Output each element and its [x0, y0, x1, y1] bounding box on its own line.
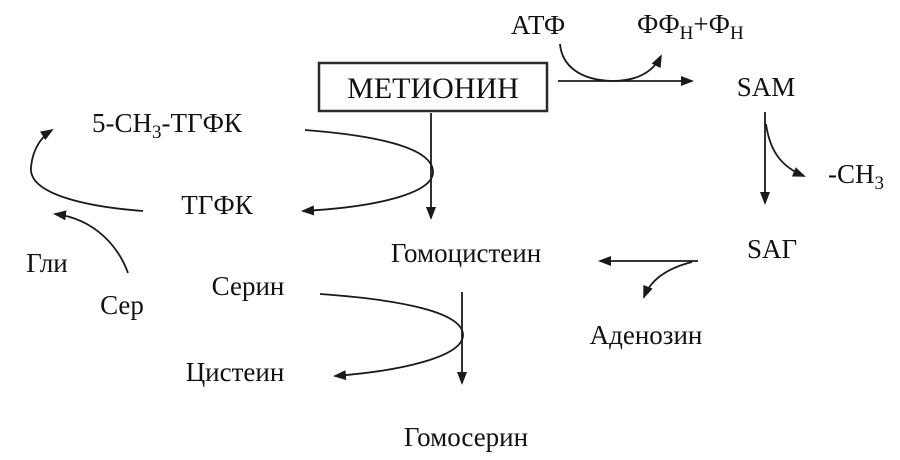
node-sam: SAM [737, 72, 796, 102]
arrow-sam-methyl-branch [765, 123, 806, 177]
node-adenosine: Аденозин [590, 320, 703, 350]
node-methyl-thf: 5-CH3-ТГФК [92, 108, 243, 143]
node-atp: АТФ [511, 10, 565, 40]
node-homoserine: Гомосерин [404, 422, 528, 452]
arrow-serine-to-cysteine [319, 293, 464, 381]
arrow-thf-to-methylthf [30, 128, 144, 212]
node-thf: ТГФК [181, 190, 253, 220]
methionine-box [317, 61, 549, 113]
node-homocysteine: Гомоцистеин [391, 238, 541, 268]
node-glycine: Гли [26, 248, 68, 278]
node-sag: SAГ [747, 234, 797, 264]
arrow-methylthf-to-thf [301, 129, 434, 216]
arrow-ser-to-gly [53, 210, 129, 274]
arrow-sag-adenosine-branch [643, 261, 693, 299]
node-cysteine: Цистеин [186, 357, 285, 387]
node-serine-short: Сер [100, 290, 144, 320]
arrow-atp-to-pyrophosphate [559, 43, 662, 82]
node-serine: Серин [212, 271, 285, 301]
node-methionine: МЕТИОНИН [347, 72, 519, 105]
node-methyl-group: -CH3 [828, 159, 884, 194]
node-pyrophosphate: ФФН+ФН [637, 9, 744, 44]
